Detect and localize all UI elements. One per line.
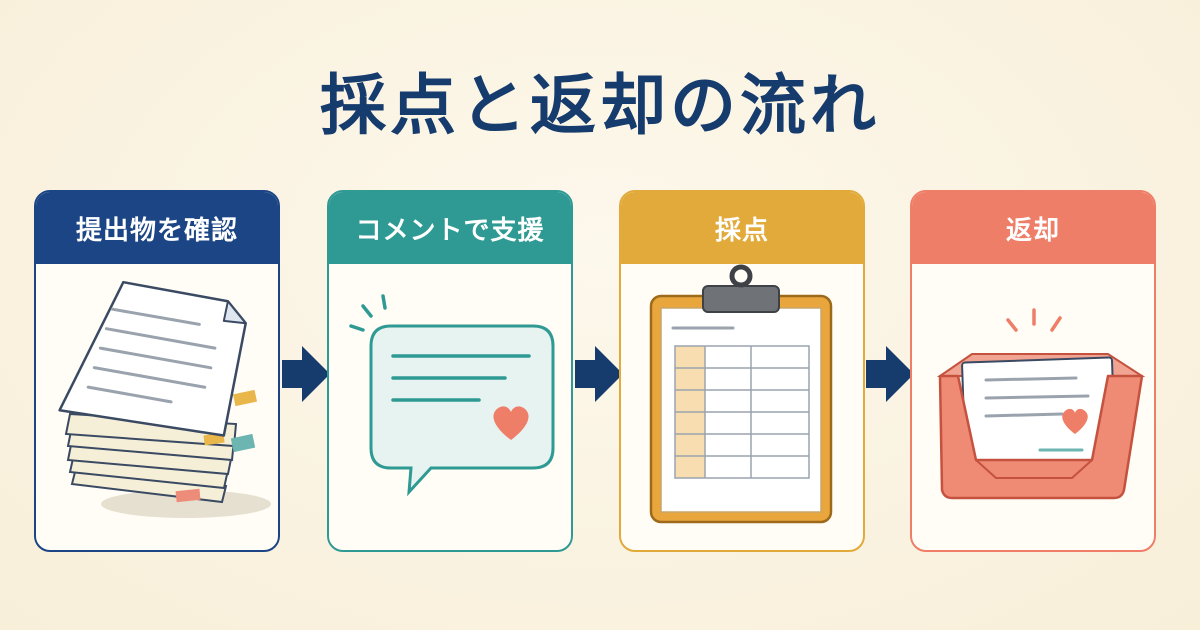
page-title: 採点と返却の流れ bbox=[320, 67, 880, 144]
flow-arrow-3 bbox=[866, 346, 914, 402]
step-header-2: コメントで支援 bbox=[329, 192, 571, 264]
step-card-2: コメントで支援 bbox=[327, 190, 573, 552]
speech-bubble-heart-icon bbox=[329, 264, 571, 550]
step-label-2: コメントで支援 bbox=[355, 215, 545, 246]
flow-arrow-2 bbox=[575, 346, 623, 402]
step-label-1: 提出物を確認 bbox=[75, 215, 238, 246]
return-tray-icon bbox=[912, 264, 1154, 550]
step-label-4: 返却 bbox=[1005, 215, 1060, 246]
step-card-4: 返却 bbox=[910, 190, 1156, 552]
clipboard-grid-icon bbox=[621, 264, 863, 550]
flow-arrow-1 bbox=[282, 346, 330, 402]
step-header-4: 返却 bbox=[912, 192, 1154, 264]
step-label-3: 採点 bbox=[714, 215, 769, 246]
document-stack-icon bbox=[36, 264, 278, 550]
step-header-3: 採点 bbox=[621, 192, 863, 264]
step-card-1: 提出物を確認 bbox=[34, 190, 280, 552]
step-header-1: 提出物を確認 bbox=[36, 192, 278, 264]
step-card-3: 採点 bbox=[619, 190, 865, 552]
